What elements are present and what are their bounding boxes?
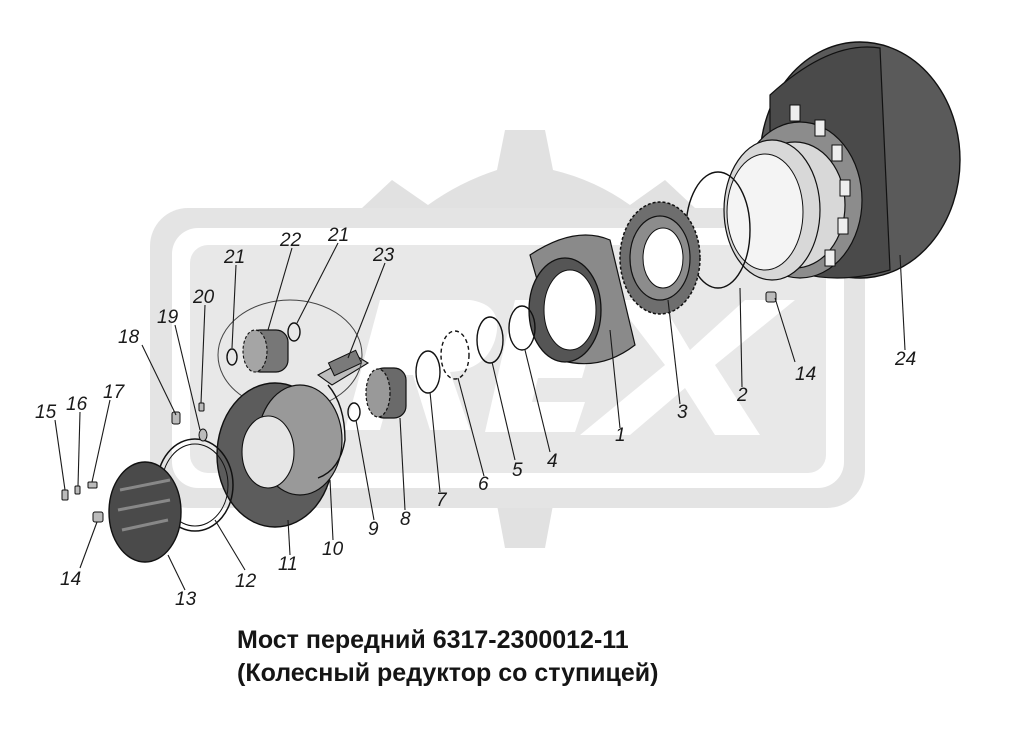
callout-13: 13 — [175, 589, 197, 610]
callout-8: 8 — [400, 509, 411, 530]
callout-20: 20 — [192, 287, 215, 308]
callout-11: 11 — [278, 554, 298, 575]
callout-17: 17 — [103, 382, 126, 403]
callout-21-right: 21 — [327, 225, 349, 246]
callout-7: 7 — [436, 490, 448, 511]
part-21-ring-right — [287, 322, 301, 342]
part-11-planet-carrier — [216, 382, 343, 528]
part-9-retaining-ring — [347, 402, 361, 422]
callout-14-right: 14 — [795, 364, 816, 385]
callout-15: 15 — [35, 402, 57, 423]
caption-line-1: Мост передний 6317-2300012-11 — [237, 626, 629, 654]
part-10-ring — [317, 384, 346, 479]
part-24-hub-housing — [723, 41, 961, 281]
leader-lines — [54, 242, 906, 591]
callout-5: 5 — [512, 460, 523, 481]
callout-21-left: 21 — [223, 247, 245, 268]
callout-3: 3 — [677, 402, 688, 423]
part-4-ring — [508, 305, 536, 351]
callout-24: 24 — [894, 349, 916, 370]
callout-9: 9 — [368, 519, 379, 540]
part-21-ring-left — [226, 348, 238, 366]
diagram-caption: Мост передний 6317-2300012-11 (Колесный … — [237, 624, 937, 690]
callout-19: 19 — [157, 307, 179, 328]
part-5-ring — [476, 316, 504, 364]
callout-16: 16 — [66, 394, 88, 415]
part-1-ring-gear — [528, 234, 636, 365]
callout-10: 10 — [322, 539, 344, 560]
callout-4: 4 — [547, 451, 558, 472]
callout-23: 23 — [372, 245, 395, 266]
callout-2: 2 — [736, 385, 748, 406]
part-22-satellite-gear — [242, 329, 289, 373]
callout-22: 22 — [279, 230, 302, 251]
part-3-toothed-ring — [619, 201, 701, 315]
callout-18: 18 — [118, 327, 140, 348]
part-8-sun-gear — [365, 367, 407, 419]
part-7-washer — [415, 350, 441, 394]
callout-1: 1 — [615, 425, 626, 446]
part-13-cover — [108, 461, 182, 563]
callout-14-left: 14 — [60, 569, 81, 590]
part-23-shaft — [316, 349, 370, 386]
callout-12: 12 — [235, 571, 257, 592]
part-6-lock-washer — [440, 330, 470, 380]
callout-numbers: 1 2 3 4 5 6 7 8 9 10 11 12 13 14 14 15 1… — [35, 225, 916, 610]
callout-6: 6 — [478, 474, 489, 495]
caption-line-2: (Колесный редуктор со ступицей) — [237, 659, 659, 687]
